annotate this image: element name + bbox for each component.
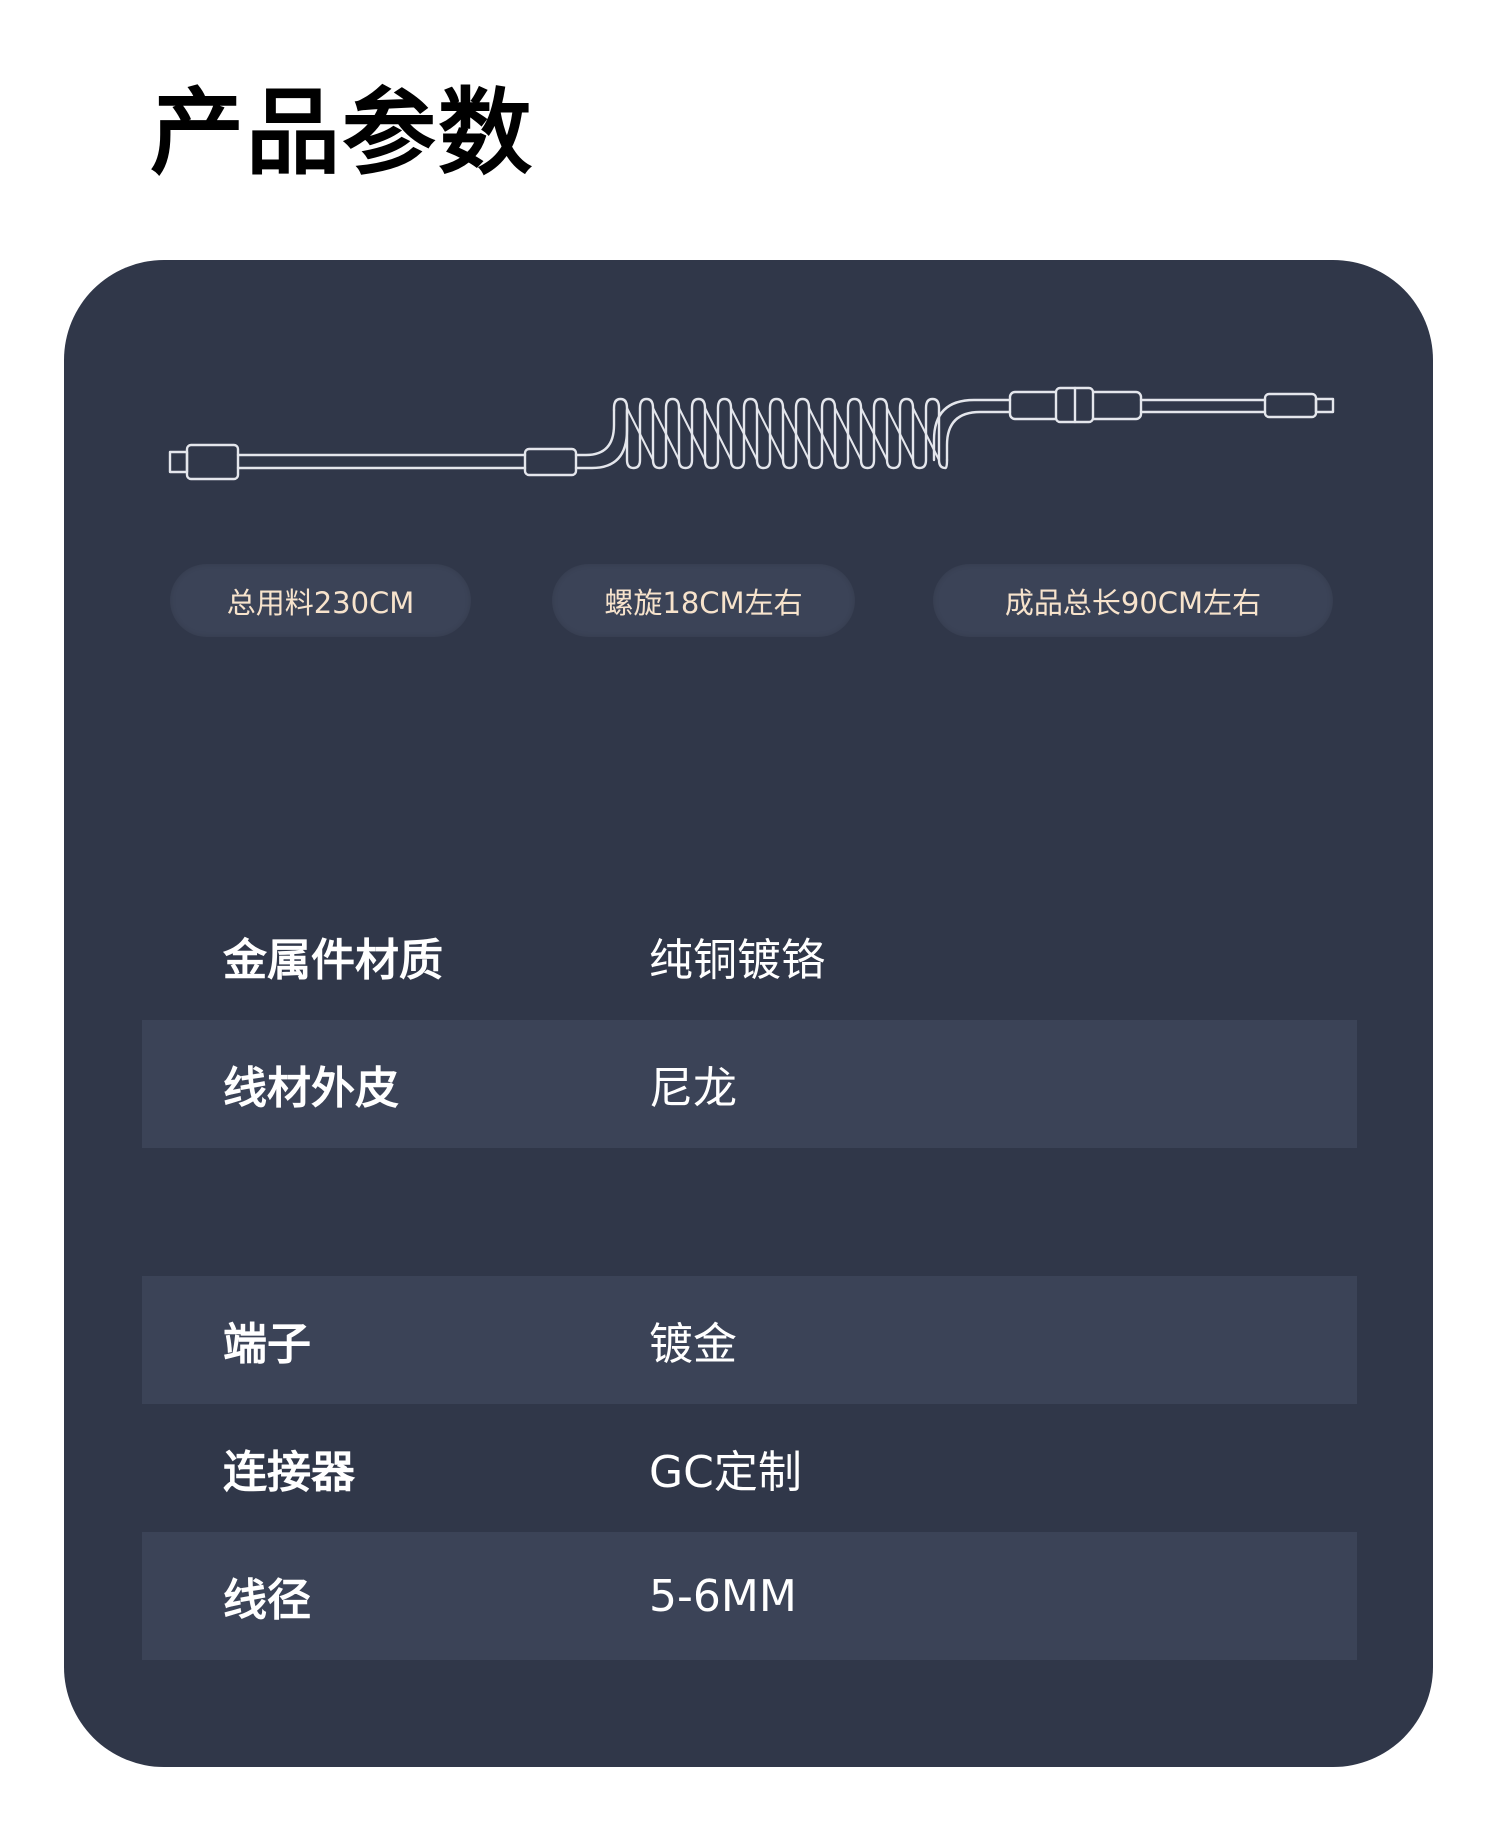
page-title: 产品参数 (150, 79, 535, 188)
spec-label: 端子 (223, 1319, 311, 1370)
spec-label: 连接器 (223, 1447, 355, 1498)
pill-finished-length: 成品总长90CM左右 (933, 564, 1333, 637)
pill-label: 成品总长90CM左右 (1004, 585, 1262, 620)
spec-value: 镀金 (649, 1319, 737, 1370)
spec-label: 金属件材质 (223, 935, 443, 986)
spec-row-cable-sheath: 线材外皮 尼龙 (142, 1020, 1357, 1148)
pill-total-material: 总用料230CM (170, 564, 471, 637)
spec-row-terminal: 端子 镀金 (142, 1276, 1357, 1404)
spec-label: 线材外皮 (223, 1063, 399, 1114)
spec-card: 总用料230CM 螺旋18CM左右 成品总长90CM左右 金属件材质 纯铜镀铬 … (64, 260, 1433, 1767)
spec-value: GC定制 (649, 1447, 802, 1498)
pill-coil-length: 螺旋18CM左右 (552, 564, 855, 637)
coiled-cable-icon (168, 386, 1335, 481)
spec-value: 尼龙 (649, 1063, 737, 1114)
spec-value: 纯铜镀铬 (649, 935, 825, 986)
spec-value: 5-6MM (649, 1570, 797, 1622)
pill-label: 螺旋18CM左右 (604, 585, 803, 620)
pill-label: 总用料230CM (226, 585, 415, 620)
spec-row-wire-diameter: 线径 5-6MM (142, 1532, 1357, 1660)
spec-row-connector: 连接器 GC定制 (142, 1404, 1357, 1532)
spec-label: 线径 (223, 1575, 311, 1626)
spec-row-metal-material: 金属件材质 纯铜镀铬 (142, 892, 1357, 1020)
